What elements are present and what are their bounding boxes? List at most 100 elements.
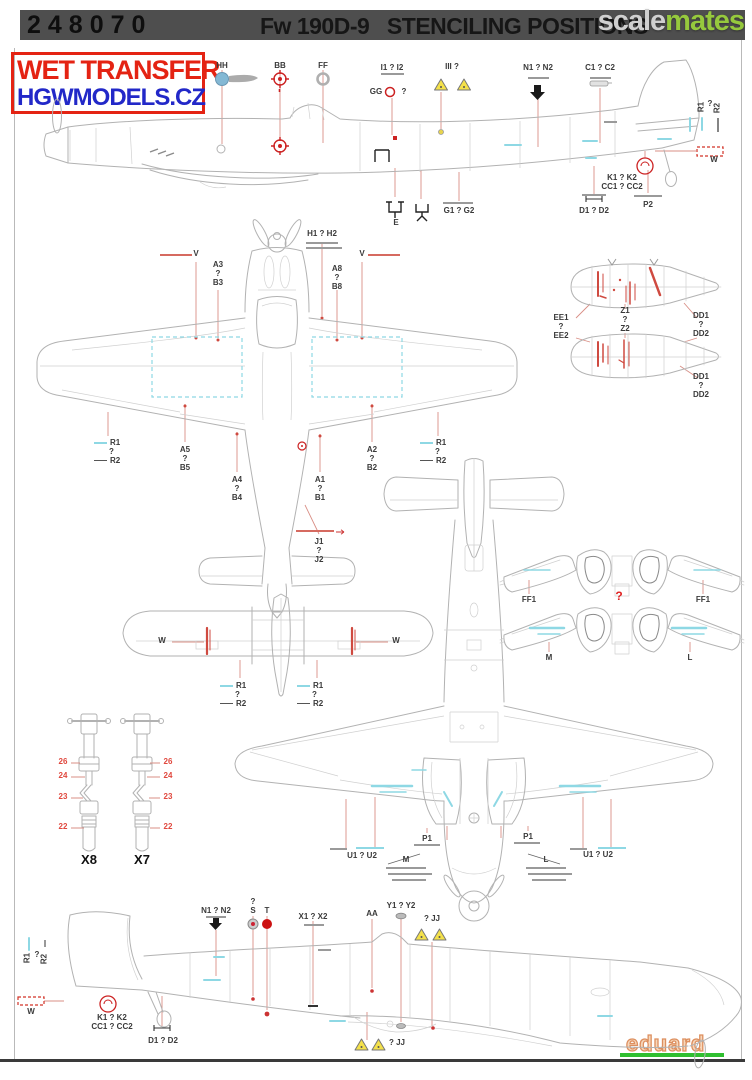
drop-tanks-drawing	[570, 258, 722, 379]
black-dash-icon	[297, 703, 310, 704]
fuel-cap-icon	[99, 995, 117, 1013]
callout-label: R1	[110, 437, 121, 447]
bottom-side-profile-drawing	[17, 911, 742, 1069]
callout-label: S	[250, 906, 256, 915]
callout-label: K1 ? K2 CC1 ? CC2	[91, 1013, 133, 1031]
header-bar	[20, 10, 745, 40]
stab-stencils	[205, 626, 356, 656]
cyan-dash-icon	[420, 441, 433, 444]
callout-label: ?	[401, 87, 407, 96]
left-border	[14, 48, 15, 1060]
gg-ring-icon	[384, 86, 396, 98]
callout-label: D1 ? D2	[148, 1036, 178, 1045]
fine-print	[570, 848, 587, 850]
callout-label: L	[687, 653, 693, 662]
walkway-outline	[311, 336, 403, 398]
callout-label: N1 ? N2	[201, 906, 231, 915]
oval-marker-icon	[396, 1023, 406, 1029]
callout-label: 24	[58, 771, 68, 780]
bottom-border	[0, 1059, 745, 1062]
callout-label: W	[158, 636, 166, 645]
callout-label: V	[193, 249, 199, 258]
top-side-profile-drawing	[43, 59, 724, 222]
fine-print	[386, 867, 426, 869]
r1-r2-callout: R1?R2	[297, 681, 323, 708]
callout-label: 23	[58, 792, 68, 801]
pointer-line	[387, 853, 561, 865]
callout-label: R2	[110, 455, 121, 465]
scalemates-watermark: scalemates	[597, 5, 745, 37]
fine-print	[582, 194, 606, 196]
tailplane-drawing	[122, 593, 434, 697]
warning-triangle-icon	[432, 928, 447, 941]
callout-label: A1 ? B1	[314, 475, 326, 502]
callout-label: 26	[58, 757, 68, 766]
target-dot	[438, 129, 444, 135]
callout-label: N1 ? N2	[523, 63, 553, 72]
callout-label: ?	[312, 689, 317, 699]
black-dash-icon	[220, 703, 233, 704]
callout-label: 26	[163, 757, 173, 766]
fuel-cap-icon	[297, 441, 307, 451]
fine-print	[368, 254, 400, 256]
callout-label: P1	[523, 832, 533, 841]
dashed-box-icon	[17, 996, 45, 1006]
cylinder-icon	[589, 80, 612, 87]
fine-print	[381, 73, 404, 75]
callout-label: ?	[435, 446, 440, 456]
door-stencils	[523, 569, 721, 635]
callout-label: HH	[216, 61, 228, 70]
callout-label: BB	[274, 61, 286, 70]
callout-label: D1 ? D2	[579, 206, 609, 215]
callout-label: FF	[318, 61, 328, 70]
callout-label: I1 ? I2	[380, 63, 404, 72]
fuel-cap-icon	[636, 157, 654, 175]
callout-label: AA	[366, 909, 378, 918]
callout-label: EE1 ? EE2	[553, 313, 569, 340]
fine-print	[598, 847, 626, 849]
clamp-icon	[374, 149, 429, 222]
callout-label: R2	[313, 698, 324, 708]
fine-print	[296, 530, 334, 532]
callout-label: G1 ? G2	[443, 206, 475, 215]
fine-print	[590, 77, 611, 79]
callout-label: R2	[712, 102, 722, 114]
callout-label: U1 ? U2	[583, 850, 613, 859]
callout-label: ?	[615, 589, 623, 603]
fine-print	[528, 77, 549, 79]
cyan-dash-icon	[297, 684, 310, 687]
callout-label: ?	[34, 950, 40, 959]
callout-label: M	[545, 653, 553, 662]
callout-label: A4 ? B4	[231, 475, 243, 502]
callout-label: FF1	[521, 595, 537, 604]
wing-stencils	[370, 769, 602, 807]
callout-label: C1 ? C2	[585, 63, 615, 72]
cyan-dash-icon	[94, 441, 107, 444]
fine-print	[443, 202, 473, 204]
callout-label: DD1 ? DD2	[692, 311, 710, 338]
eduard-logo: eduard	[625, 1031, 706, 1056]
crosshair-icon	[271, 70, 289, 92]
r1-r2-callout: R1?R2	[220, 681, 246, 708]
callout-label: T	[264, 906, 270, 915]
stencil-dot	[393, 136, 397, 140]
callout-label: Z1 ? Z2	[620, 306, 630, 333]
fine-print	[414, 844, 440, 846]
callout-label: III ?	[445, 62, 459, 71]
callout-label: ? JJ	[423, 914, 441, 923]
fine-print	[604, 121, 617, 123]
crosshair-icon	[271, 137, 289, 155]
fine-print	[160, 254, 192, 256]
gear-doors-drawing	[499, 549, 745, 655]
stencil-glyph-icon	[585, 196, 603, 202]
watermark-mates: mates	[665, 5, 745, 37]
fine-print	[388, 873, 432, 875]
callout-label: X8	[81, 852, 97, 867]
page-title: Fw 190D-9 STENCILING POSITIONS	[260, 13, 648, 39]
callout-label: P2	[643, 200, 653, 209]
callout-label: A5 ? B5	[179, 445, 191, 472]
target-ring-icon	[216, 144, 226, 154]
watermark-scale: scale	[597, 5, 667, 37]
callout-label: W	[27, 1007, 35, 1016]
arrow-right-icon	[336, 529, 345, 535]
